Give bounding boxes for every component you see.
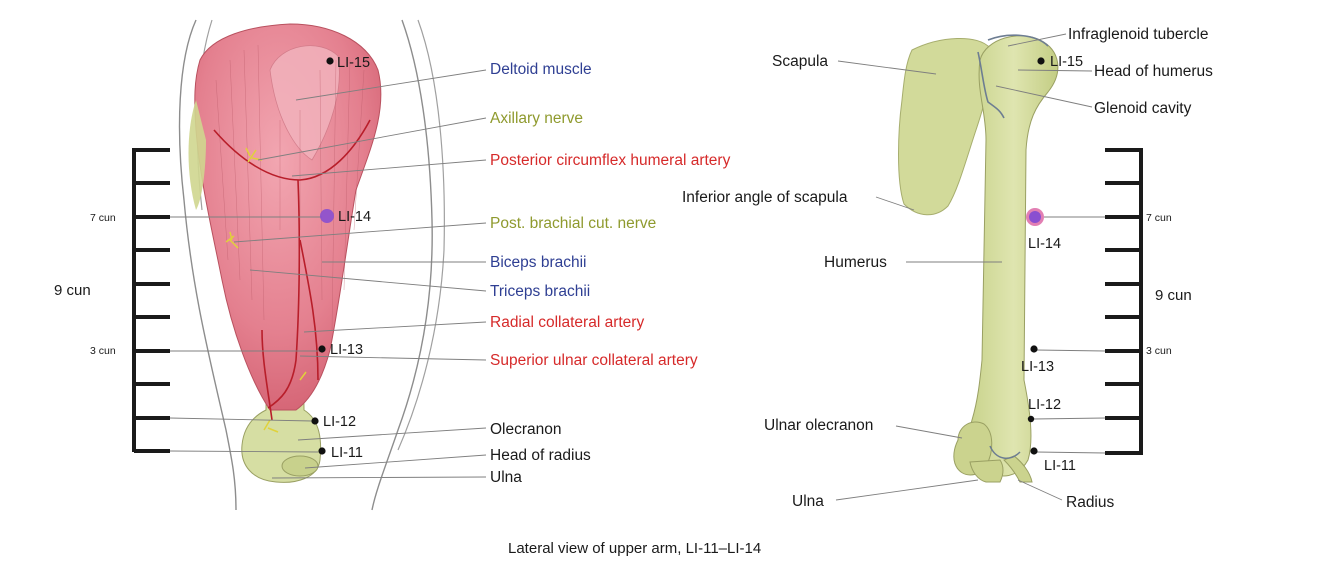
figure-caption: Lateral view of upper arm, LI-11–LI-14 bbox=[508, 540, 761, 557]
point-li13-left-label: LI-13 bbox=[330, 342, 363, 358]
humeral-head-contour bbox=[987, 34, 1049, 47]
ruler-left-9cun: 9 cun bbox=[54, 282, 91, 299]
label-ulna-right: Ulna bbox=[792, 493, 824, 510]
point-li15-left-label: LI-15 bbox=[337, 55, 370, 71]
arm-outline-left bbox=[178, 19, 237, 511]
ruler-right-7cun: 7 cun bbox=[1146, 212, 1172, 224]
point-li11-right bbox=[1030, 447, 1038, 455]
elbow-joint-contour bbox=[989, 445, 1021, 459]
label-post-brachial-nerve: Post. brachial cut. nerve bbox=[490, 215, 656, 232]
point-li13-right-label: LI-13 bbox=[1021, 359, 1054, 375]
arteries-left bbox=[213, 119, 371, 421]
label-scapula: Scapula bbox=[772, 53, 828, 70]
point-li12-left-label: LI-12 bbox=[323, 414, 356, 430]
left-panel: 7 cun 9 cun 3 cun LI-15 LI-14 LI-13 LI-1… bbox=[54, 19, 731, 511]
label-humerus: Humerus bbox=[824, 254, 887, 271]
scapula-shape bbox=[898, 38, 992, 216]
point-li14-right-label: LI-14 bbox=[1028, 236, 1061, 252]
guide-lines-right bbox=[1033, 216, 1106, 454]
label-infraglenoid: Infraglenoid tubercle bbox=[1068, 26, 1208, 43]
ruler-left: 7 cun 9 cun 3 cun bbox=[54, 148, 170, 453]
label-ulnar-olecranon: Ulnar olecranon bbox=[764, 417, 873, 434]
ruler-right-3cun: 3 cun bbox=[1146, 345, 1172, 357]
label-posterior-circumflex: Posterior circumflex humeral artery bbox=[490, 152, 731, 169]
radius-head-shape bbox=[281, 455, 319, 477]
point-li14-right bbox=[1029, 211, 1041, 223]
triceps-edge bbox=[188, 100, 206, 210]
point-li12-right-label: LI-12 bbox=[1028, 397, 1061, 413]
ruler-right-9cun: 9 cun bbox=[1155, 287, 1192, 304]
ruler-right: 7 cun 9 cun 3 cun bbox=[1105, 148, 1192, 455]
point-li14-left bbox=[320, 209, 334, 223]
point-li12-left bbox=[311, 417, 319, 425]
point-li12-right bbox=[1027, 415, 1035, 423]
right-panel: 7 cun 9 cun 3 cun LI-15 LI-14 LI-13 LI-1… bbox=[682, 26, 1213, 511]
label-axillary-nerve: Axillary nerve bbox=[490, 110, 583, 127]
point-li11-left bbox=[318, 447, 326, 455]
nerves-left bbox=[225, 147, 307, 433]
label-deltoid: Deltoid muscle bbox=[490, 61, 592, 78]
point-li11-right-label: LI-11 bbox=[1044, 458, 1076, 474]
ruler-left-7cun: 7 cun bbox=[90, 212, 116, 224]
humerus-bone-right bbox=[969, 35, 1059, 477]
muscle-fibers bbox=[215, 44, 365, 331]
point-li15-left bbox=[326, 57, 334, 65]
label-head-of-humerus: Head of humerus bbox=[1094, 63, 1213, 80]
point-li14-left-label: LI-14 bbox=[338, 209, 371, 225]
guide-lines-left bbox=[169, 216, 322, 453]
label-inferior-angle: Inferior angle of scapula bbox=[682, 189, 848, 206]
ulna-bone-right bbox=[969, 459, 1004, 483]
deltoid-shape bbox=[269, 45, 340, 161]
leaders-left bbox=[233, 69, 487, 479]
point-li15-right-label: LI-15 bbox=[1050, 54, 1083, 70]
point-li13-left bbox=[318, 345, 326, 353]
label-radial-collateral: Radial collateral artery bbox=[490, 314, 644, 331]
label-biceps: Biceps brachii bbox=[490, 254, 587, 271]
label-head-of-radius: Head of radius bbox=[490, 447, 591, 464]
radius-bone-right bbox=[1003, 455, 1033, 483]
label-ulna-left: Ulna bbox=[490, 469, 522, 486]
label-glenoid: Glenoid cavity bbox=[1094, 100, 1192, 117]
point-li13-right bbox=[1030, 345, 1038, 353]
arm-outline-outer-right bbox=[397, 19, 445, 451]
label-olecranon: Olecranon bbox=[490, 421, 562, 438]
leaders-right bbox=[835, 33, 1093, 501]
glenoid-contour bbox=[977, 51, 1005, 119]
point-li15-right bbox=[1037, 57, 1045, 65]
label-superior-ulnar: Superior ulnar collateral artery bbox=[490, 352, 698, 369]
ruler-left-3cun: 3 cun bbox=[90, 345, 116, 357]
label-triceps: Triceps brachii bbox=[490, 283, 590, 300]
point-li11-left-label: LI-11 bbox=[331, 445, 363, 461]
label-radius: Radius bbox=[1066, 494, 1114, 511]
